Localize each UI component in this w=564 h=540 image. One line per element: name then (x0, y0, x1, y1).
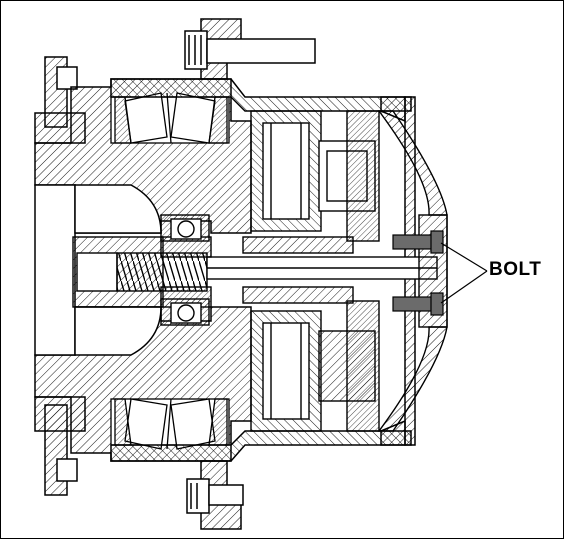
planet-gears (242, 110, 380, 432)
tapered-bearing-bottom (110, 398, 230, 450)
input-shaft (72, 236, 438, 308)
outer-housing (110, 18, 416, 530)
bolt-label: BOLT (489, 259, 542, 280)
ball-bearings (160, 214, 210, 326)
bolt-callout-leaders (440, 242, 488, 304)
bottom-stud (186, 478, 244, 514)
left-flange (34, 56, 86, 496)
bolts (392, 230, 444, 316)
tapered-bearing-top (110, 92, 230, 144)
top-stud (184, 30, 316, 70)
